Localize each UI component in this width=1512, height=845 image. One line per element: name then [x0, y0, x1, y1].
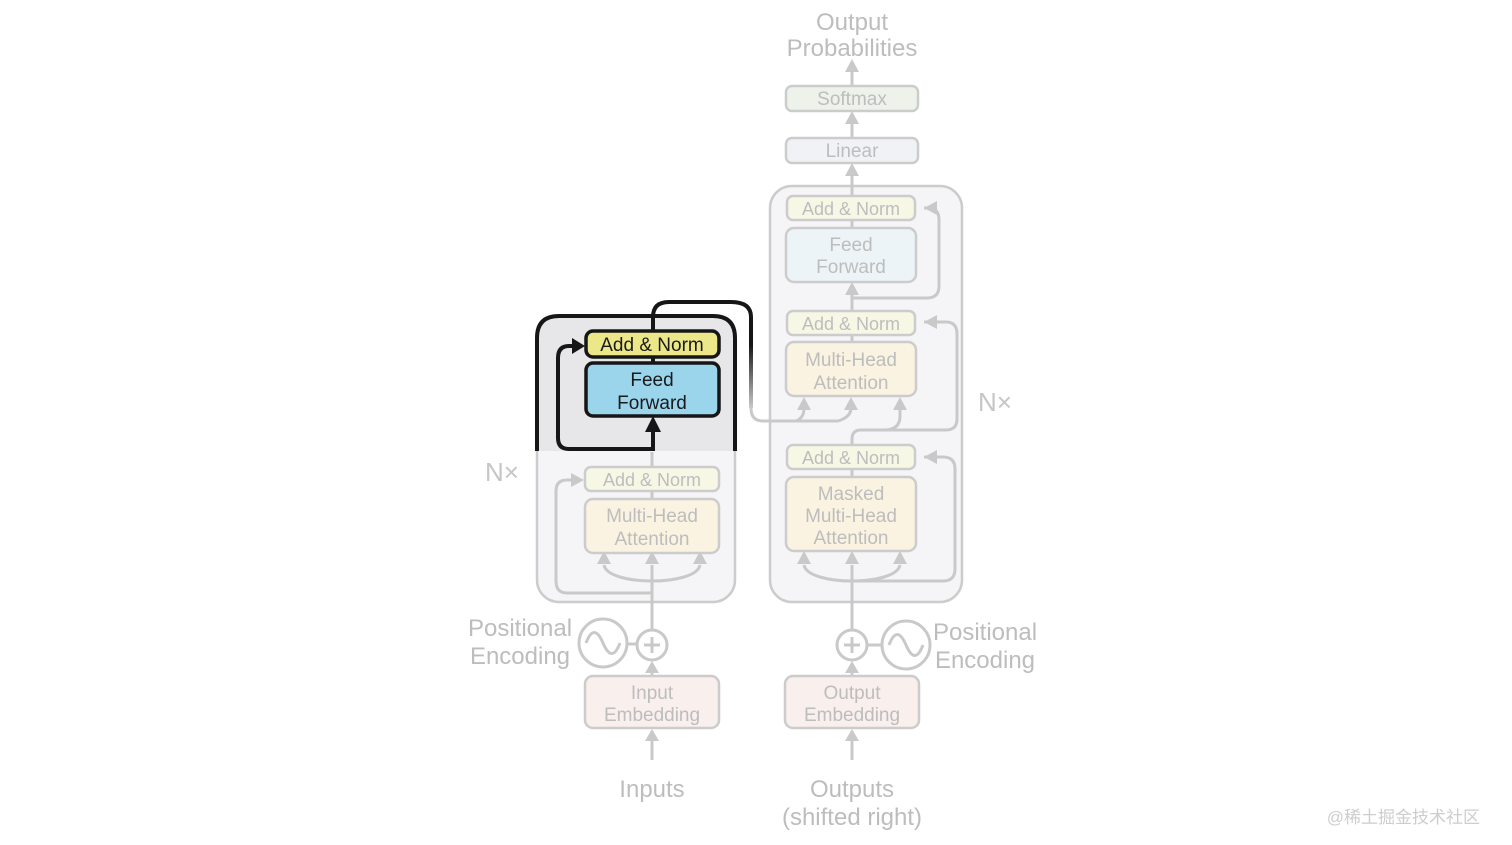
add-norm-label: Add & Norm: [802, 314, 900, 334]
highlighted-feed-forward-block: Add & Norm Feed Forward: [535, 300, 753, 451]
feed-forward-label: Feed: [829, 235, 872, 256]
arrowhead: [924, 201, 937, 215]
cross-attention-query-path: [850, 408, 902, 445]
arrowhead: [645, 729, 659, 741]
arrowhead: [693, 551, 707, 564]
decoder-multi-head-attention-box: [784, 340, 918, 398]
output-probabilities-label: Output: [816, 9, 888, 36]
add-norm-label: Add & Norm: [802, 448, 900, 468]
output-embedding-label: Output: [823, 683, 881, 704]
softmax-box: [784, 84, 920, 113]
input-embedding-label: Embedding: [604, 705, 700, 726]
arrowhead: [845, 729, 859, 741]
decoder-add-norm-top-box: [785, 194, 917, 222]
arrowhead: [645, 551, 659, 564]
arrowhead: [845, 661, 859, 673]
decoder-mha-residual-loop: [884, 320, 959, 432]
add-norm-label: Add & Norm: [802, 199, 900, 219]
faded-diagram: Output Probabilities Softmax Linear Add …: [468, 9, 1037, 831]
arrowhead: [845, 163, 859, 176]
decoder-feed-forward-box: [784, 226, 918, 284]
linear-label: Linear: [826, 141, 879, 162]
decoder-positional-encoding-icon: [880, 619, 932, 671]
multi-head-attention-label: Multi-Head: [606, 506, 698, 527]
arrowhead: [645, 661, 659, 673]
arrowhead: [645, 416, 661, 432]
arrowhead: [893, 397, 907, 410]
encoder-to-decoder-line: [749, 407, 838, 423]
masked-mha-right-branch: [851, 564, 902, 583]
encoder-positional-encoding-icon: [577, 617, 629, 669]
highlight-feed-forward-label: Forward: [617, 393, 687, 414]
multi-head-attention-label: Multi-Head: [805, 350, 897, 371]
highlight-add-norm-label: Add & Norm: [600, 335, 703, 356]
masked-mha-label: Attention: [814, 528, 889, 549]
masked-multi-head-attention-box: [784, 475, 918, 553]
input-embedding-label: Input: [631, 683, 674, 704]
arrowhead: [797, 551, 811, 564]
encoder-add-icon: [635, 628, 669, 662]
add-norm-label: Add & Norm: [603, 470, 701, 490]
encoder-positional-encoding-label: Positional: [468, 615, 572, 642]
encoder-n-times-label: N×: [485, 457, 519, 487]
arrowhead: [797, 397, 811, 410]
arrowhead: [845, 282, 859, 295]
arrowhead: [597, 551, 611, 564]
inputs-label: Inputs: [619, 776, 684, 803]
arrowhead: [845, 59, 859, 72]
highlight-add-norm-box: [584, 329, 721, 359]
input-embedding-box: [583, 674, 721, 730]
outputs-label: Outputs: [810, 776, 894, 803]
decoder-add-icon: [835, 628, 869, 662]
decoder-positional-encoding-label: Positional: [933, 619, 1037, 646]
encoder-positional-encoding-label: Encoding: [470, 643, 570, 670]
outputs-shifted-label: (shifted right): [782, 804, 922, 831]
output-probabilities-label: Probabilities: [787, 35, 918, 62]
masked-mha-residual-loop: [852, 455, 957, 583]
encoder-add-norm-faded-box: [583, 465, 721, 493]
output-embedding-label: Embedding: [804, 705, 900, 726]
output-embedding-box: [783, 674, 921, 730]
decoder-add-norm-bottom-box: [785, 443, 917, 471]
arrowhead: [893, 551, 907, 564]
masked-mha-left-branch: [802, 564, 853, 583]
highlight-feed-forward-box: [584, 361, 721, 418]
encoder-mha-left-branch: [602, 564, 653, 583]
watermark-text: @稀土掘金技术社区: [1327, 808, 1480, 827]
decoder-n-times-label: N×: [978, 387, 1012, 417]
arrowhead: [844, 397, 858, 410]
masked-mha-label: Masked: [818, 484, 885, 505]
arrowhead: [845, 111, 859, 124]
arrowhead: [572, 338, 585, 354]
encoder-output-line: [651, 300, 753, 345]
decoder-add-norm-mid-box: [785, 309, 917, 337]
arrowhead: [845, 551, 859, 564]
highlight-feed-forward-label: Feed: [630, 370, 673, 391]
encoder-mha-right-branch: [651, 564, 702, 583]
masked-mha-label: Multi-Head: [805, 506, 897, 527]
multi-head-attention-label: Attention: [615, 529, 690, 550]
arrowhead: [571, 473, 584, 487]
arrowhead: [924, 450, 937, 464]
multi-head-attention-label: Attention: [814, 373, 889, 394]
feed-forward-label: Forward: [816, 257, 886, 278]
encoder-multi-head-attention-box: [583, 497, 721, 555]
encoder-mha-residual-loop: [554, 478, 652, 595]
softmax-label: Softmax: [817, 89, 887, 110]
linear-box: [784, 136, 920, 165]
highlight-panel-border: [535, 314, 737, 451]
residual-connection-line: [556, 344, 653, 451]
decoder-positional-encoding-label: Encoding: [935, 647, 1035, 674]
arrowhead: [924, 315, 937, 329]
